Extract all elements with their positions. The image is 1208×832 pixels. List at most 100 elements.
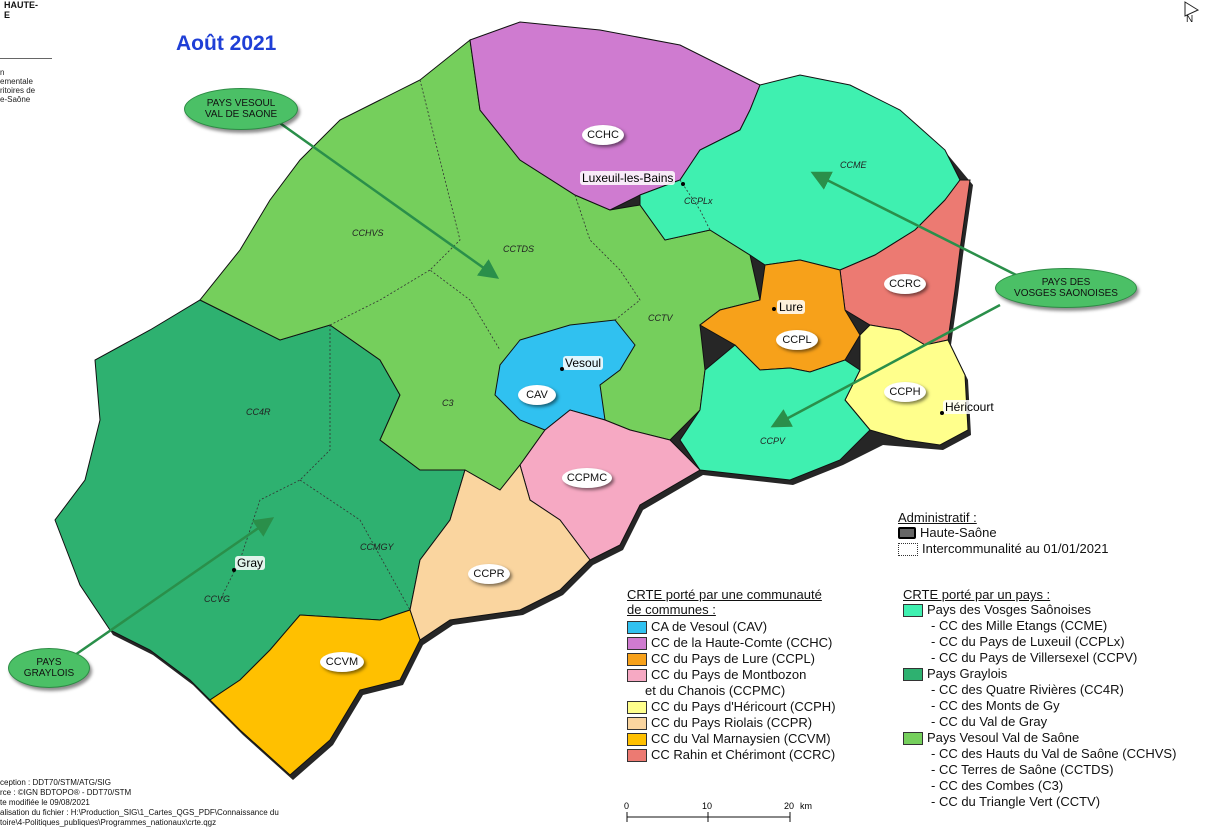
legend-cc-title: CRTE porté par une communauté [627,587,822,602]
legend-swatch [627,620,647,634]
logo-line-1: HAUTE- [4,0,38,10]
intercommunality-boundaries [219,79,711,611]
legend-swatch [903,667,923,681]
legend-sub-item: - CC Terres de Saône (CCTDS) [931,762,1114,777]
city-hericourt: Héricourt [943,400,996,414]
legend-label: CC du Pays Riolais (CCPR) [651,715,813,730]
legend-label: Pays des Vosges Saônoises [927,602,1092,617]
legend-admin: Administratif : Haute-Saône Intercommuna… [898,510,1108,557]
badge-ccvm[interactable]: CCVM [320,652,364,672]
label-cctv: CCTV [648,313,673,323]
legend-item: Pays Graylois [903,666,1176,682]
legend-pays-title: CRTE porté par un pays : [903,587,1051,602]
pays-label-line: GRAYLOIS [23,668,75,679]
legend-label: CC Rahin et Chérimont (CCRC) [651,747,836,762]
legend-item: et du Chanois (CCPMC) [627,683,836,699]
pays-label-line: PAYS [36,657,62,668]
pays-arrows [74,114,1041,657]
scale-tick-20: 20 [784,801,795,811]
region-ccvm[interactable] [209,609,421,776]
legend-sub-item: - CC des Combes (C3) [931,778,1064,793]
credit-line: ception : DDT70/STM/ATG/SIG [0,778,111,787]
badge-ccpl[interactable]: CCPL [776,330,818,350]
legend-item: CC du Pays Riolais (CCPR) [627,715,836,731]
legend-swatch [627,716,647,730]
legend-label: Pays Graylois [927,666,1008,681]
legend-item: CC du Pays de Montbozon [627,667,836,683]
legend-label: CC du Pays d'Héricourt (CCPH) [651,699,836,714]
credit-line: te modifiée le 09/08/2021 [0,798,90,807]
pays-label-line: PAYS DES [1041,277,1091,288]
legend-swatch [898,527,916,539]
legend-item: CC du Pays d'Héricourt (CCPH) [627,699,836,715]
scale-tick-0: 0 [624,801,630,811]
legend-label: Pays Vesoul Val de Saône [927,730,1080,745]
legend-swatch [627,732,647,746]
legend-cc: CRTE porté par une communauté de commune… [627,587,836,763]
north-arrow-icon [1184,1,1200,17]
map-date-title: Août 2021 [176,32,277,55]
legend-sub-item: - CC des Monts de Gy [931,698,1060,713]
pays-label-line: VAL DE SAONE [204,109,278,120]
badge-cchc[interactable]: CCHC [582,125,624,145]
label-ccvg: CCVG [204,594,231,604]
legend-label: CC du Val Marnaysien (CCVM) [651,731,831,746]
label-ccme: CCME [840,160,867,170]
logo-sub-2: ementale [0,77,33,86]
badge-ccpmc[interactable]: CCPMC [562,468,612,488]
logo-sub-3: ritoires de [0,86,36,95]
legend-sub-item: - CC des Mille Etangs (CCME) [931,618,1108,633]
legend-item: CA de Vesoul (CAV) [627,619,836,635]
logo-line-2: E [4,10,11,20]
pays-label-line: PAYS VESOUL [206,98,276,109]
legend-label: CA de Vesoul (CAV) [651,619,768,634]
city-dot [560,367,564,371]
legend-swatch [627,652,647,666]
label-ccplx: CCPLx [684,196,713,206]
label-cctds: CCTDS [503,244,534,254]
credit-line: toire\4-Politiques_publiques\Programmes_… [0,818,217,827]
legend-item: CC Rahin et Chérimont (CCRC) [627,747,836,763]
label-c3: C3 [442,398,454,408]
legend-sub-item: - CC du Pays de Luxeuil (CCPLx) [931,634,1125,649]
legend-label: Haute-Saône [920,525,997,540]
pays-vosges-saonoises-label[interactable]: PAYS DES VOSGES SAONOISES [995,268,1137,308]
badge-ccph[interactable]: CCPH [884,382,926,402]
pays-graylois-label[interactable]: PAYS GRAYLOIS [8,648,90,688]
city-lure: Lure [777,300,806,314]
legend-item: CC de la Haute-Comte (CCHC) [627,635,836,651]
credit-line: rce : ©IGN BDTOPO® - DDT70/STM [0,788,132,797]
legend-swatch [627,668,647,682]
scale-bar [626,812,791,822]
legend-sub-item: - CC du Pays de Villersexel (CCPV) [931,650,1138,665]
legend-swatch [898,542,918,556]
logo-sub-4: e-Saône [0,95,31,104]
label-cchvs: CCHVS [352,228,384,238]
north-label: N [1186,14,1194,25]
badge-ccrc[interactable]: CCRC [884,274,926,294]
legend-sub-item: - CC du Val de Gray [931,714,1048,729]
legend-label: Intercommunalité au 01/01/2021 [922,541,1109,556]
scale-unit: km [800,801,812,811]
badge-cav[interactable]: CAV [518,385,556,405]
city-gray: Gray [235,556,266,570]
legend-swatch [627,636,647,650]
legend-sub-item: - CC du Triangle Vert (CCTV) [931,794,1101,809]
legend-sub-item: - CC des Hauts du Val de Saône (CCHVS) [931,746,1177,761]
logo-divider [0,58,52,59]
legend-label: CC du Pays de Lure (CCPL) [651,651,816,666]
city-dot [940,411,944,415]
region-ccpr[interactable] [409,463,591,641]
legend-sub-item: - CC des Quatre Rivières (CC4R) [931,682,1124,697]
logo-sub-1: n [0,68,5,77]
legend-item: CC du Pays de Lure (CCPL) [627,651,836,667]
legend-swatch [627,748,647,762]
credits-block: ception : DDT70/STM/ATG/SIG rce : ©IGN B… [0,778,279,828]
legend-label: CC de la Haute-Comte (CCHC) [651,635,833,650]
city-dot [772,307,776,311]
legend-swatch [903,731,923,745]
credit-line: alisation du fichier : H:\Production_SIG… [0,808,279,817]
badge-ccpr[interactable]: CCPR [468,564,510,584]
pays-vesoul-val-de-saone-label[interactable]: PAYS VESOUL VAL DE SAONE [184,88,298,130]
